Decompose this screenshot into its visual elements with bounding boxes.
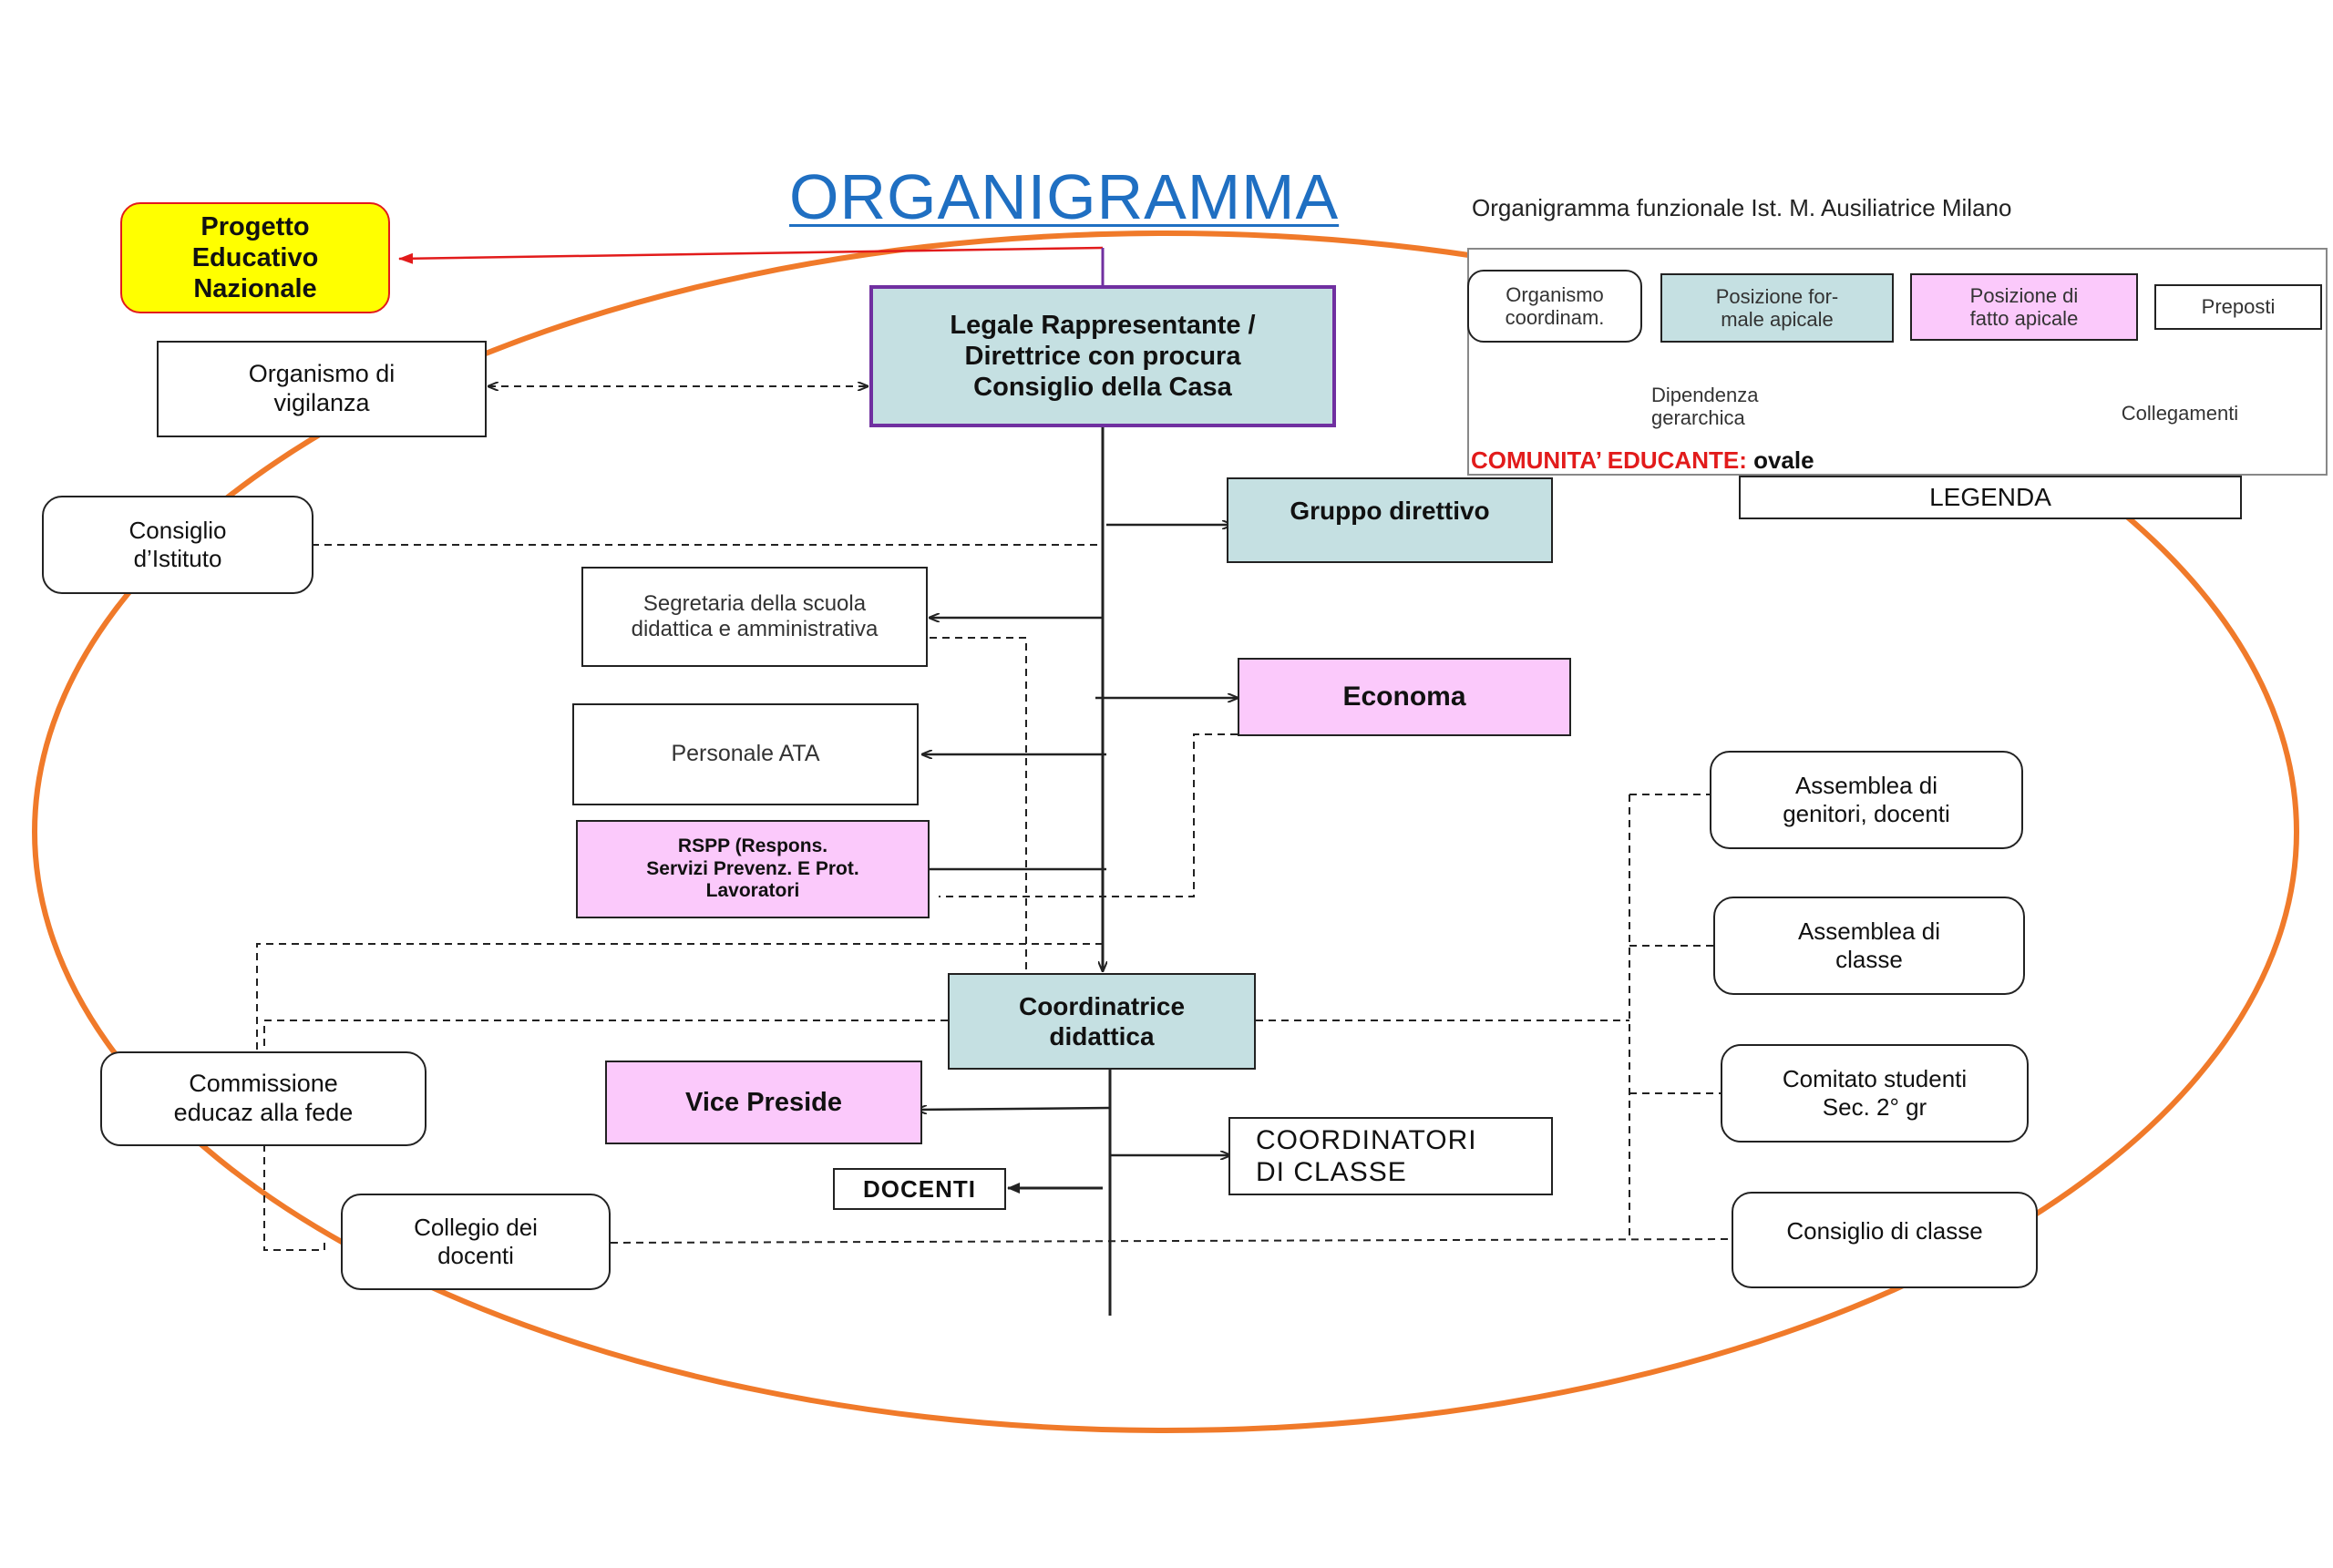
segreteria-dashed [930,637,1027,971]
commissione-collegio-dashed [263,1144,325,1251]
node-vice-preside: Vice Preside [605,1061,922,1144]
top-left-dashed [256,943,1103,1052]
legend-preposti: Preposti [2154,284,2322,330]
to-vice [917,1108,1111,1110]
node-docenti: DOCENTI [833,1168,1006,1210]
node-progetto-educativo: Progetto Educativo Nazionale [120,202,390,313]
legend-dipendenza: Dipendenza gerarchica [1651,383,1759,429]
legend-title: LEGENDA [1739,476,2242,519]
comunita-educante-oval [32,231,2299,1433]
node-coordinatori-classe: COORDINATORI DI CLASSE [1228,1117,1553,1195]
node-coordinatrice-didattica: Coordinatrice didattica [948,973,1256,1070]
node-comitato-studenti: Comitato studenti Sec. 2° gr [1721,1044,2029,1143]
node-consiglio-classe: Consiglio di classe [1732,1192,2038,1288]
node-gruppo-direttivo: Gruppo direttivo [1227,477,1553,563]
legend-comunita-educante: COMUNITA’ EDUCANTE: ovale [1471,446,1814,475]
legend-organismo: Organismo coordinam. [1467,270,1642,343]
economa-dashed [939,733,1238,897]
node-consiglio-istituto: Consiglio d’Istituto [42,496,313,594]
legend-comunita-label: COMUNITA’ EDUCANTE: [1471,446,1747,474]
collegio-right-dashed [610,1238,1732,1244]
legend-posizione-formale: Posizione for- male apicale [1660,273,1894,343]
node-assemblea-genitori: Assemblea di genitori, docenti [1710,751,2023,849]
legend-comunita-value: ovale [1746,446,1814,474]
page-title: ORGANIGRAMMA [789,161,1340,232]
legend-posizione-fatto: Posizione di fatto apicale [1910,273,2138,341]
node-commissione-fede: Commissione educaz alla fede [100,1051,427,1146]
node-economa: Economa [1238,658,1571,736]
page-subtitle: Organigramma funzionale Ist. M. Ausiliat… [1472,194,2012,221]
node-personale-ata: Personale ATA [572,703,919,805]
node-segreteria: Segretaria della scuola didattica e ammi… [581,567,928,667]
node-rspp: RSPP (Respons. Servizi Prevenz. E Prot. … [576,820,930,918]
commissione-dashed [263,1020,948,1052]
node-legale-rappresentante: Legale Rappresentante / Direttrice con p… [869,285,1336,427]
legend-collegamenti: Collegamenti [2121,402,2239,425]
node-organismo-vigilanza: Organismo di vigilanza [157,341,487,437]
arrow-to-progetto [398,246,1104,264]
node-collegio-docenti: Collegio dei docenti [341,1194,611,1290]
node-assemblea-classe: Assemblea di classe [1713,897,2025,995]
